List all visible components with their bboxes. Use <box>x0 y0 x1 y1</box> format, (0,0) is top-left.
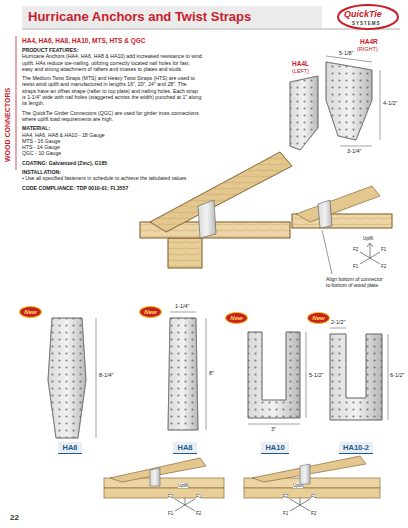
axis-label: Uplift <box>178 483 188 488</box>
dimension: 5-1/8" <box>338 50 355 57</box>
body-text: QGC - 10 Gauge <box>22 150 202 156</box>
body-text: CODE COMPLIANCE: TDP 0010-01; FL3557 <box>22 185 202 191</box>
feature-column: HA4, HA6, HA8, HA10, MTS, HTS & QGC PRODU… <box>22 37 202 191</box>
axis-label: Uplift <box>363 236 373 241</box>
badge-text: New <box>230 315 242 321</box>
dimension: 4-1/2" <box>382 100 399 107</box>
axis-label: F1 <box>353 264 358 269</box>
dimension: 8" <box>208 370 215 377</box>
part-tab: HA10 <box>261 442 289 454</box>
section-tab: WOOD CONNECTORS <box>4 88 12 162</box>
body-text: HTS - 14 Gauge <box>22 144 202 150</box>
dimension: 8-1/4" <box>98 372 115 379</box>
body-text: COATING: Galvanized (Zinc), G185 <box>22 160 202 166</box>
dimension: 5-1/2" <box>308 372 325 379</box>
logo-sub: SYSTEMS <box>352 21 381 26</box>
axis-label: F1 <box>196 494 201 499</box>
new-badge: New <box>19 306 42 318</box>
badge-text: New <box>144 309 156 315</box>
part-label: (LEFT) <box>292 68 309 75</box>
logo-text: QuickTie <box>344 9 382 20</box>
axis-label: Uplift <box>293 483 303 488</box>
body-text: INSTALLATION: <box>22 169 202 175</box>
dimension: 3-1/4" <box>346 148 363 155</box>
axis-label: F1 <box>168 511 173 516</box>
axis-label: F2 <box>168 494 173 499</box>
body-text: • Use all specified fasteners in schedul… <box>22 175 202 181</box>
axis-label: F1 <box>283 511 288 516</box>
body-text: PRODUCT FEATURES: <box>22 47 202 53</box>
dimension: 3" <box>270 426 277 433</box>
page-title: Hurricane Anchors and Twist Straps <box>28 9 251 25</box>
axis-label: F2 <box>311 511 316 516</box>
subtitle: HA4, HA6, HA8, HA10, MTS, HTS & QGC <box>22 37 202 45</box>
part-label: HA4R <box>360 38 378 46</box>
body-text: The Medium Twist Straps (MTS) and Heavy … <box>22 75 202 106</box>
part-tab: HA10-2 <box>339 442 373 454</box>
body-text: HA4, HA6, HA8 & HA10 - 18 Gauge <box>22 132 202 138</box>
body-text: MATERIAL: <box>22 125 202 131</box>
new-badge: New <box>139 306 162 318</box>
axis-label: F2 <box>353 247 358 252</box>
badge-text: New <box>24 309 36 315</box>
dimension: 6-1/2" <box>389 372 406 379</box>
body-text: Hurricane Anchors (HA4, HA6, HA8 & HA10)… <box>22 53 202 72</box>
part-label: HA4L <box>292 60 309 68</box>
page-number: 22 <box>10 513 19 523</box>
part-name: HA8 <box>177 443 192 452</box>
axis-label: F1 <box>381 247 386 252</box>
part-tab: HA8 <box>173 442 197 454</box>
axis-label: F2 <box>381 264 386 269</box>
axis-label: F1 <box>311 494 316 499</box>
axis-label: F2 <box>283 494 288 499</box>
dimension: 1-1/4" <box>174 303 191 310</box>
new-badge: New <box>225 312 248 324</box>
new-badge: New <box>307 312 330 324</box>
note: Align bottom of connector to bottom of w… <box>326 276 388 288</box>
badge-text: New <box>312 315 324 321</box>
part-tab: HA6 <box>58 442 82 454</box>
part-name: HA6 <box>62 443 77 452</box>
dimension: 2-1/2" <box>330 319 347 326</box>
part-name: HA10 <box>265 443 284 452</box>
axis-label: F2 <box>196 511 201 516</box>
part-label: (RIGHT) <box>357 46 378 53</box>
body-text: MTS - 16 Gauge <box>22 138 202 144</box>
part-name: HA10-2 <box>343 443 369 452</box>
body-text: The QuickTie Girder Connectors (QGC) are… <box>22 110 202 123</box>
